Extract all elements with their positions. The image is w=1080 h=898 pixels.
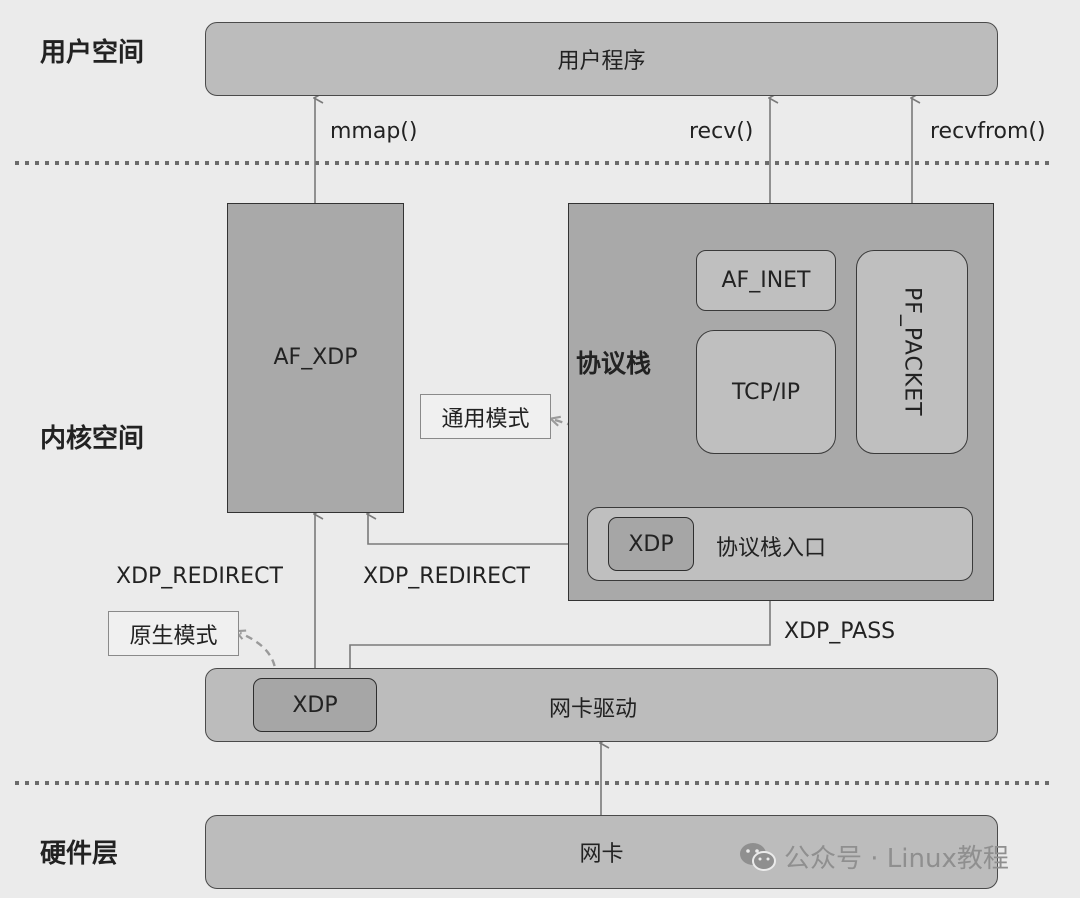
user-space-label: 用户空间 [40, 38, 145, 68]
nic-label: 网卡 [579, 842, 624, 867]
driver-xdp-chip: XDP [253, 678, 377, 732]
native-mode-box: 原生模式 [108, 611, 239, 656]
redirect-left-label: XDP_REDIRECT [116, 564, 283, 589]
tcp-ip-box: TCP/IP [696, 330, 836, 454]
native-mode-label: 原生模式 [129, 623, 218, 649]
wechat-icon [738, 841, 778, 873]
watermark: 公众号 · Linux教程 [738, 838, 1009, 875]
kernel-space-label: 内核空间 [40, 424, 145, 454]
generic-mode-label: 通用模式 [441, 406, 530, 432]
driver-xdp-label: XDP [292, 692, 338, 718]
xdp-pass-label: XDP_PASS [784, 619, 896, 644]
nic-driver-label: 网卡驱动 [549, 697, 638, 722]
stack-xdp-chip: XDP [608, 517, 694, 571]
recvfrom-label: recvfrom() [930, 119, 1046, 144]
af-xdp-box: AF_XDP [227, 203, 404, 513]
redirect-mid-label: XDP_REDIRECT [363, 564, 530, 589]
af-inet-label: AF_INET [721, 268, 811, 293]
tcp-ip-label: TCP/IP [732, 379, 800, 405]
generic-mode-box: 通用模式 [420, 394, 551, 439]
pf-packet-box: PF_PACKET [856, 250, 968, 454]
stack-xdp-label: XDP [628, 531, 674, 557]
af-inet-box: AF_INET [696, 250, 836, 311]
watermark-text: 公众号 · Linux教程 [784, 844, 1009, 874]
stack-entry-label: 协议栈入口 [716, 536, 827, 561]
af-xdp-label: AF_XDP [273, 344, 358, 370]
recv-label: recv() [689, 119, 754, 144]
protocol-stack-label: 协议栈 [576, 349, 652, 378]
user-program-box: 用户程序 [205, 22, 998, 96]
user-program-label: 用户程序 [557, 49, 646, 74]
mmap-label: mmap() [330, 119, 418, 144]
hardware-layer-label: 硬件层 [40, 839, 119, 869]
pf-packet-label: PF_PACKET [899, 287, 925, 417]
nic-box: 网卡 [205, 815, 998, 889]
